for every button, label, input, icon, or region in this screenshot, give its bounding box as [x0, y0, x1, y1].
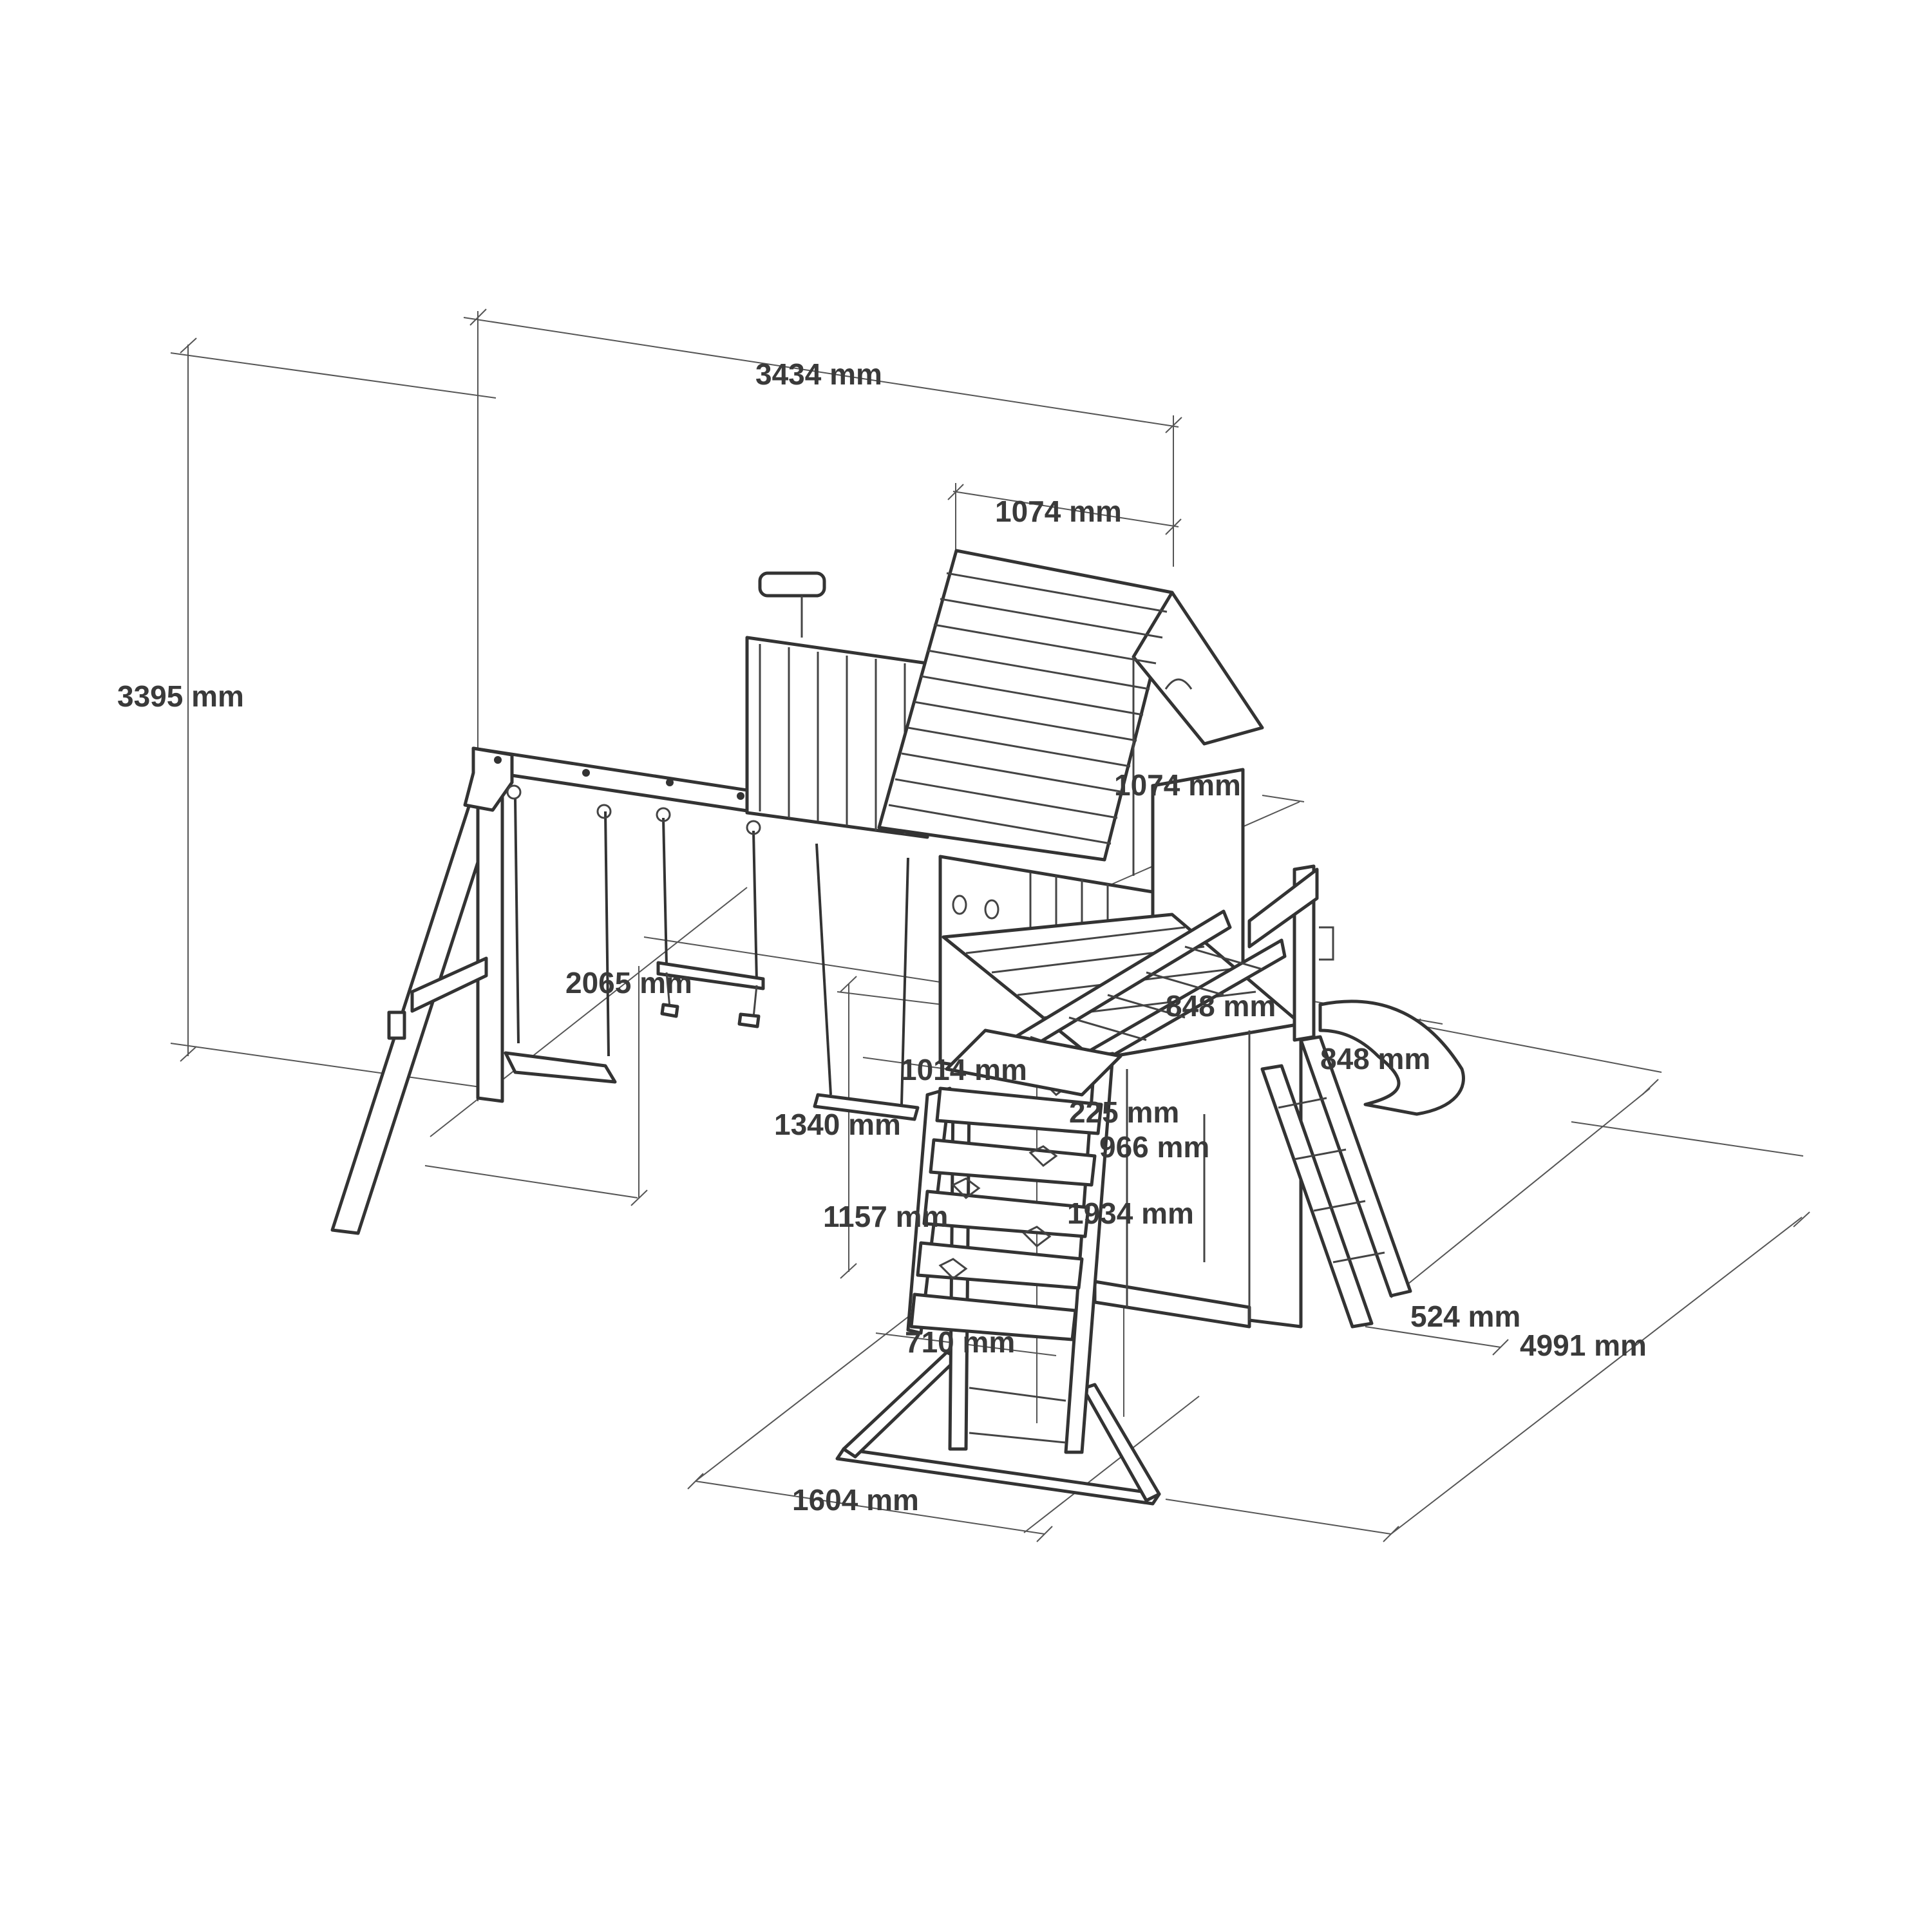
dimension-lines [170, 308, 1810, 1542]
belt-swing [504, 784, 617, 1084]
climb-board-2 [929, 1138, 1097, 1187]
climb-board-4 [916, 1241, 1084, 1290]
dim-climb-base: 710 mm [905, 1325, 1015, 1359]
swing-leg-front [330, 797, 499, 1235]
dim-swing-width: 2065 mm [565, 966, 692, 999]
dim-ladder-base: 524 mm [1410, 1300, 1520, 1333]
dim-frame-depth: 1604 mm [792, 1483, 919, 1517]
roof [877, 549, 1264, 876]
dim-slide-depth: 848 mm [1320, 1042, 1430, 1075]
climbing-wall [835, 1028, 1161, 1506]
tower [745, 571, 1465, 1329]
dim-roof-width: 1074 mm [995, 495, 1122, 528]
dim-tower-height: 1934 mm [1067, 1197, 1194, 1230]
climb-crossbeam [945, 1028, 1122, 1097]
dim-tower-side: 1074 mm [1114, 768, 1241, 802]
climb-board-1 [935, 1086, 1103, 1135]
swing-seat [504, 1051, 617, 1084]
swing-bolt-plate [387, 1010, 406, 1040]
rear-ladder [1260, 1035, 1412, 1329]
swing-crossbar [410, 956, 488, 1013]
dim-ladder-width: 966 mm [1099, 1130, 1209, 1164]
swing-bracket [463, 746, 514, 812]
dim-platform-height: 1014 mm [900, 1053, 1027, 1086]
dim-total-height: 3395 mm [117, 679, 244, 713]
dim-swing-height: 1340 mm [774, 1108, 901, 1141]
slide [1318, 999, 1465, 1116]
dim-total-length: 4991 mm [1520, 1329, 1647, 1362]
dim-deck-offset: 225 mm [1069, 1095, 1179, 1129]
rope-swing [813, 843, 920, 1121]
dim-wall-height: 1157 mm [823, 1200, 948, 1233]
swing-frame [330, 746, 762, 1235]
roof-front [877, 549, 1174, 862]
climb-board-3 [922, 1189, 1090, 1238]
climb-board-5 [909, 1293, 1077, 1341]
dim-platform-width: 848 mm [1166, 989, 1276, 1023]
climb-frame-base [835, 1447, 1161, 1506]
swing-leg-back [476, 771, 504, 1103]
steering-bar [758, 571, 826, 598]
upper-rail-front [745, 636, 929, 839]
trapeze-bar [656, 807, 765, 1028]
dimension-labels: 3395 mm 3434 mm 1074 mm 1074 mm 2065 mm … [117, 357, 1647, 1517]
dim-swing-beam-width: 3434 mm [755, 357, 882, 391]
